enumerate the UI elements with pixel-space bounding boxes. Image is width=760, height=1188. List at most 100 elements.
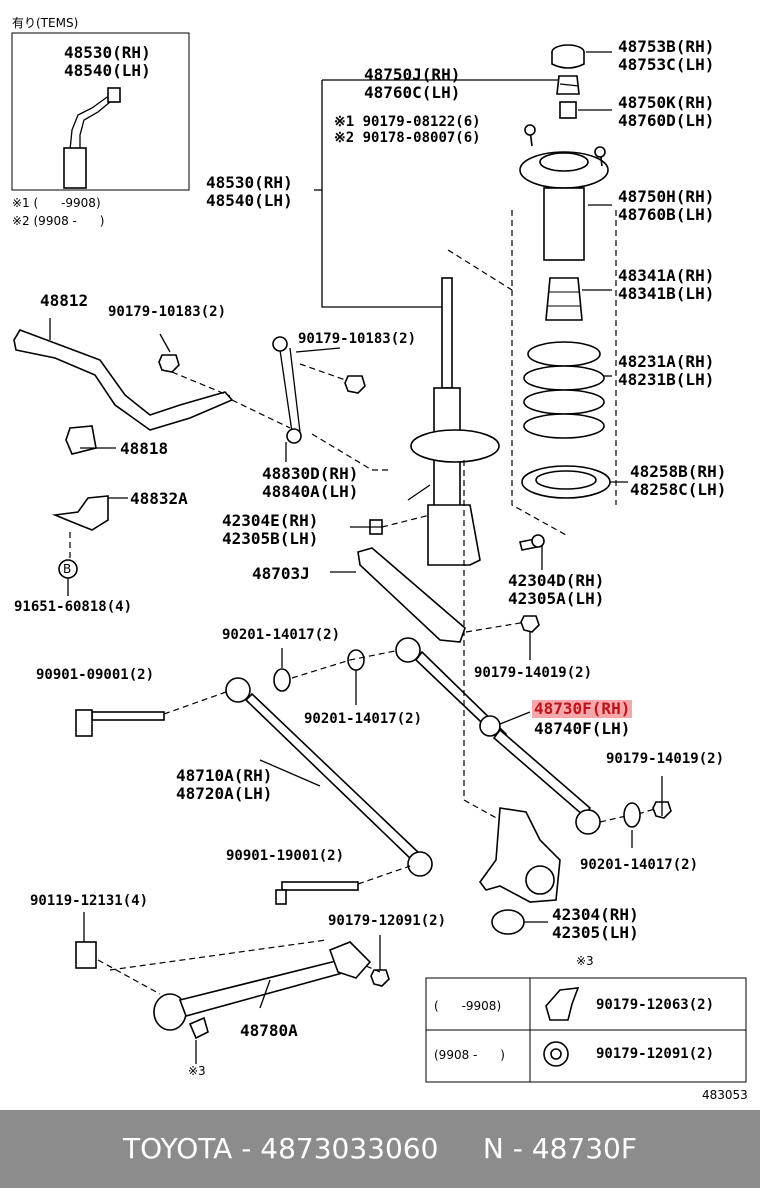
label-48830d[interactable]: 48830D(RH)	[262, 464, 359, 483]
label-48832a[interactable]: 48832A	[130, 489, 188, 508]
note-3-table: ※3	[576, 954, 594, 968]
knuckle-42304	[479, 807, 561, 935]
label-48753c[interactable]: 48753C(LH)	[618, 55, 715, 74]
clip-90179-12063	[545, 987, 580, 1021]
inset-part-lh[interactable]: 48540(LH)	[64, 61, 151, 80]
table-row1-range: ( -9908)	[434, 999, 502, 1013]
table-row2-range: (9908 - )	[434, 1048, 505, 1062]
collar-48750k	[559, 101, 577, 119]
footer-brand: TOYOTA	[123, 1132, 233, 1165]
label-48750h[interactable]: 48750H(RH)	[618, 187, 715, 206]
note-3-clip: ※3	[188, 1064, 206, 1078]
footer-bar: TOYOTA - 4873033060 N - 48730F	[0, 1110, 760, 1188]
footer-sep1: -	[232, 1132, 261, 1165]
label-42304e[interactable]: 42304E(RH)	[222, 511, 319, 530]
footer-part: 48730F	[531, 1132, 637, 1165]
lower-arm-48710	[225, 677, 433, 877]
label-90201-14017-a[interactable]: 90201-14017(2)	[222, 627, 341, 643]
note-2: ※2 (9908 - )	[12, 214, 105, 228]
table-row1-part[interactable]: 90179-12063(2)	[596, 997, 715, 1013]
label-90201-14017-b[interactable]: 90201-14017(2)	[304, 711, 423, 727]
label-48710a[interactable]: 48710A(RH)	[176, 766, 273, 785]
bolt-90901-19001	[275, 881, 359, 905]
label-90179-12091-a[interactable]: 90179-12091(2)	[328, 913, 447, 929]
label-48760d[interactable]: 48760D(LH)	[618, 111, 715, 130]
coil-spring	[523, 341, 605, 439]
label-42305a[interactable]: 42305A(LH)	[508, 589, 605, 608]
bolt-42304d	[519, 534, 545, 551]
label-90901-19001[interactable]: 90901-19001(2)	[226, 848, 345, 864]
bracket-48703	[357, 547, 466, 643]
label-48540[interactable]: 48540(LH)	[206, 191, 293, 210]
label-90119-12131[interactable]: 90119-12131(4)	[30, 893, 149, 909]
label-48750j[interactable]: 48750J(RH)	[364, 65, 461, 84]
nut-90179-12091b	[543, 1041, 569, 1067]
label-90179-14019-a[interactable]: 90179-14019(2)	[474, 665, 593, 681]
label-48760b[interactable]: 48760B(LH)	[618, 205, 715, 224]
label-90179-08122[interactable]: ※1 90179-08122(6)	[334, 114, 481, 130]
label-42304[interactable]: 42304(RH)	[552, 905, 639, 924]
footer-number: 4873033060	[260, 1132, 439, 1165]
clip-x3	[188, 1016, 209, 1040]
label-48780a[interactable]: 48780A	[240, 1021, 298, 1040]
footer-sep2: N -	[438, 1132, 532, 1165]
label-42305b[interactable]: 42305B(LH)	[222, 529, 319, 548]
stabilizer-bar	[13, 329, 234, 431]
diagram-number: 483053	[702, 1088, 748, 1102]
bracket-48832	[51, 495, 109, 531]
label-48258c[interactable]: 48258C(LH)	[630, 480, 727, 499]
label-48760c[interactable]: 48760C(LH)	[364, 83, 461, 102]
parts-diagram	[11, 32, 747, 1083]
label-48740f[interactable]: 48740F(LH)	[534, 719, 631, 738]
label-48720a[interactable]: 48720A(LH)	[176, 784, 273, 803]
upper-support	[519, 124, 609, 261]
label-48341b[interactable]: 48341B(LH)	[618, 284, 715, 303]
nut-90179-14019a	[520, 615, 540, 633]
label-90179-10183-b[interactable]: 90179-10183(2)	[298, 331, 417, 347]
variant-label: 有り(TEMS)	[12, 16, 79, 30]
label-48231b[interactable]: 48231B(LH)	[618, 370, 715, 389]
label-48730f-highlighted[interactable]: 48730F(RH)	[532, 699, 633, 718]
nut-90179-10183a	[158, 354, 180, 373]
label-48341a[interactable]: 48341A(RH)	[618, 266, 715, 285]
label-42304d[interactable]: 42304D(RH)	[508, 571, 605, 590]
washer-90201-14017a	[273, 668, 291, 692]
lateral-link-48730	[395, 637, 601, 835]
label-90901-09001[interactable]: 90901-09001(2)	[36, 667, 155, 683]
inset-strut-illustration	[63, 87, 121, 189]
bolt-90901-09001	[75, 709, 165, 737]
nut-90179-12091a	[370, 969, 390, 987]
label-48530[interactable]: 48530(RH)	[206, 173, 293, 192]
label-91651-60818[interactable]: 91651-60818(4)	[14, 599, 133, 615]
label-90201-14017-c[interactable]: 90201-14017(2)	[580, 857, 699, 873]
label-90179-14019-b[interactable]: 90179-14019(2)	[606, 751, 725, 767]
trailing-arm-48780	[153, 941, 372, 1031]
washer-90201-14017c	[623, 802, 641, 828]
note-1: ※1 ( -9908)	[12, 196, 101, 210]
label-48812[interactable]: 48812	[40, 291, 89, 310]
shock-absorber	[407, 277, 500, 566]
inset-part-rh[interactable]: 48530(RH)	[64, 43, 151, 62]
label-90178-08007[interactable]: ※2 90178-08007(6)	[334, 130, 481, 146]
label-48231a[interactable]: 48231A(RH)	[618, 352, 715, 371]
nut-90179-10183b	[344, 375, 366, 394]
bushing-48818	[65, 425, 97, 455]
label-42305[interactable]: 42305(LH)	[552, 923, 639, 942]
stabilizer-link	[272, 336, 302, 444]
label-48818[interactable]: 48818	[120, 439, 169, 458]
label-48840a[interactable]: 48840A(LH)	[262, 482, 359, 501]
upper-support-cap	[551, 44, 585, 69]
bump-stopper	[545, 277, 583, 321]
strut-bracket-line	[321, 80, 447, 308]
label-90179-10183-a[interactable]: 90179-10183(2)	[108, 304, 227, 320]
leader-lines	[49, 51, 663, 1064]
ref-b-letter: B	[63, 562, 72, 576]
label-48703j[interactable]: 48703J	[252, 564, 310, 583]
table-row2-part[interactable]: 90179-12091(2)	[596, 1046, 715, 1062]
inset-box	[11, 32, 190, 191]
label-48753b[interactable]: 48753B(RH)	[618, 37, 715, 56]
bolt-90119	[75, 941, 97, 969]
label-48750k[interactable]: 48750K(RH)	[618, 93, 715, 112]
label-48258b[interactable]: 48258B(RH)	[630, 462, 727, 481]
spring-seat	[521, 465, 611, 499]
